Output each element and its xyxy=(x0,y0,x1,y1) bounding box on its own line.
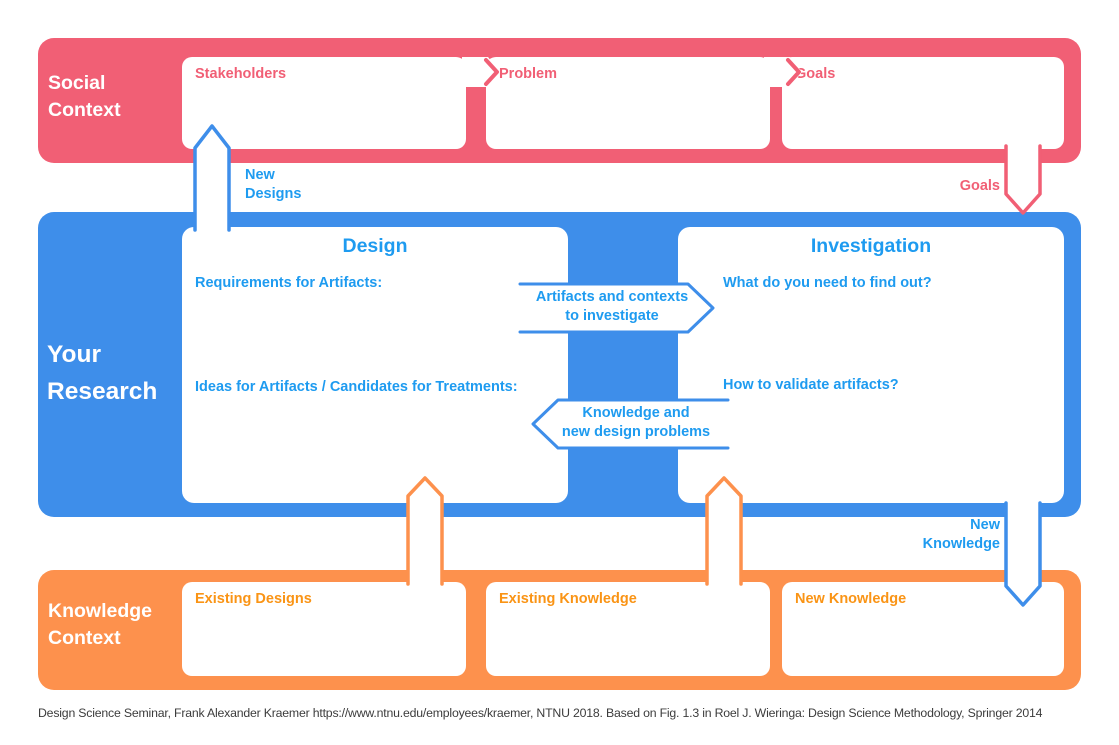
new-designs-label-line1: New xyxy=(245,167,275,183)
design-title: Design xyxy=(342,235,408,257)
knowledge-context-label-line2: Context xyxy=(48,627,121,649)
design-box: Design Requirements for Artifacts: Ideas… xyxy=(182,227,568,503)
investigation-prompt-validate: How to validate artifacts? xyxy=(723,377,899,393)
existing-designs-box: Existing Designs xyxy=(182,582,466,676)
problem-to-goals-chevron-icon xyxy=(764,57,802,87)
design-prompt-requirements: Requirements for Artifacts: xyxy=(195,275,383,291)
artifacts-banner-label: Artifacts and contexts to investigate xyxy=(524,288,700,326)
problem-box-label: Problem xyxy=(499,66,558,82)
new-knowledge-down-arrow-icon xyxy=(1004,501,1042,607)
new-knowledge-box-label: New Knowledge xyxy=(795,591,907,607)
goals-box: Goals xyxy=(782,57,1064,149)
new-knowledge-label-line2: Knowledge xyxy=(922,535,1000,552)
existing-knowledge-up-arrow-icon xyxy=(705,476,743,586)
investigation-prompt-find-out: What do you need to find out? xyxy=(723,275,932,291)
existing-knowledge-box: Existing Knowledge xyxy=(486,582,770,676)
problem-box: Problem xyxy=(486,57,770,149)
your-research-label-line1: Your xyxy=(47,341,101,368)
knowledge-banner-line2: new design problems xyxy=(561,424,711,440)
existing-designs-box-label: Existing Designs xyxy=(195,591,312,607)
knowledge-banner-label: Knowledge and new design problems xyxy=(548,404,724,442)
artifacts-banner-right-arrow-icon xyxy=(518,282,715,334)
stakeholders-box: Stakeholders xyxy=(182,57,466,149)
existing-knowledge-box-label: Existing Knowledge xyxy=(499,591,637,607)
knowledge-context-label-line1: Knowledge xyxy=(48,600,153,622)
design-prompt-ideas: Ideas for Artifacts / Candidates for Tre… xyxy=(195,379,518,395)
social-context-label-line1: Social xyxy=(48,72,106,94)
artifacts-banner-line2: to investigate xyxy=(565,308,659,324)
new-knowledge-box: New Knowledge xyxy=(782,582,1064,676)
new-knowledge-label-line1: New xyxy=(970,517,1000,533)
investigation-title: Investigation xyxy=(810,235,932,257)
goals-box-label: Goals xyxy=(795,66,836,82)
new-designs-label-line2: Designs xyxy=(245,185,302,202)
knowledge-banner-left-arrow-icon xyxy=(531,398,730,450)
social-context-label-line2: Context xyxy=(48,99,121,121)
artifacts-banner-line1: Artifacts and contexts xyxy=(535,289,689,305)
stakeholders-to-problem-chevron-icon xyxy=(462,57,500,87)
your-research-label-line2: Research xyxy=(47,378,158,405)
new-designs-up-arrow-icon xyxy=(193,124,231,232)
footer-attribution: Design Science Seminar, Frank Alexander … xyxy=(38,706,1043,720)
knowledge-banner-line1: Knowledge and xyxy=(582,405,690,421)
investigation-box: Investigation What do you need to find o… xyxy=(678,227,1064,503)
existing-designs-up-arrow-icon xyxy=(406,476,444,586)
goals-down-arrow-icon xyxy=(1004,144,1042,215)
goals-arrow-label: Goals xyxy=(959,178,1000,194)
stakeholders-box-label: Stakeholders xyxy=(195,66,287,82)
